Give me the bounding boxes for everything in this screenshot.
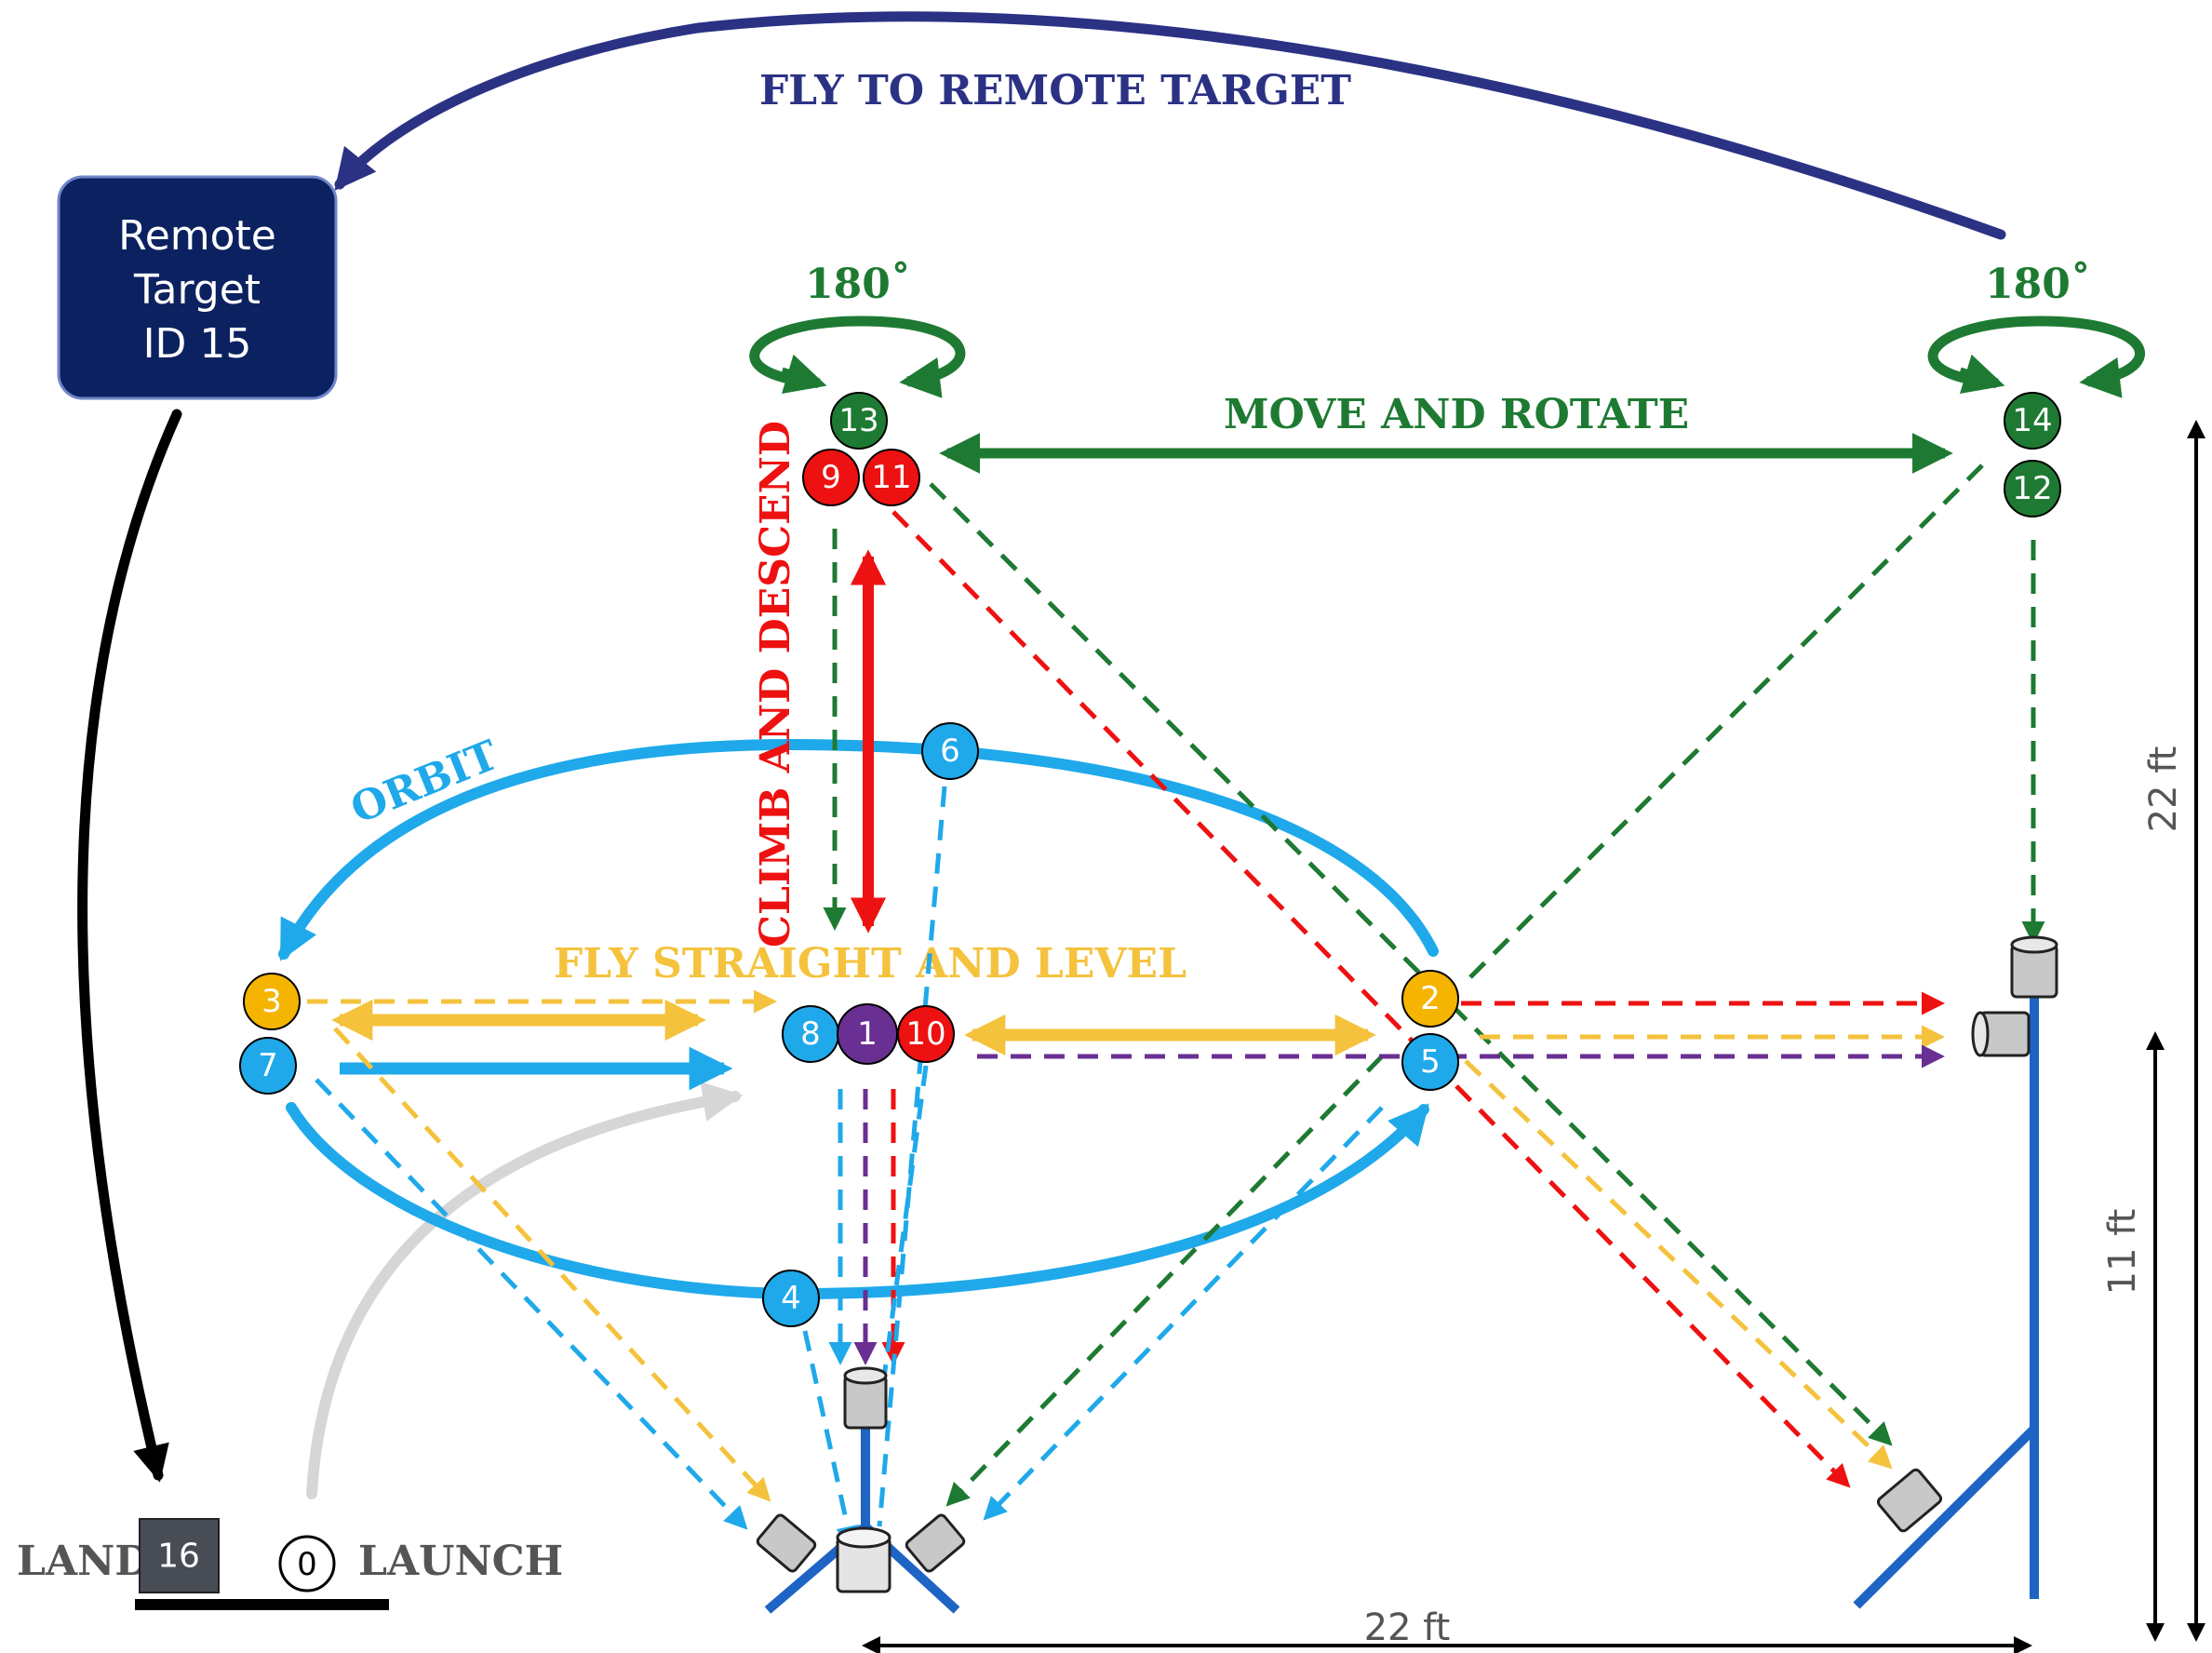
rotate-left-loop-start [780, 354, 827, 394]
svg-text:7: 7 [258, 1047, 278, 1084]
waypoint-0-label: 0 [297, 1546, 317, 1583]
camera-right-low [1876, 1468, 1943, 1533]
stand-right [1853, 935, 2058, 1609]
waypoint-4: 4 [762, 1270, 820, 1327]
svg-text:2: 2 [1420, 980, 1441, 1017]
remote-target-line1: Remote [118, 212, 276, 260]
svg-text:10: 10 [905, 1015, 945, 1053]
launch-point [278, 1535, 336, 1593]
svg-text:4: 4 [781, 1280, 801, 1317]
camera-left-a [756, 1513, 817, 1573]
return-to-land-path [77, 409, 182, 1483]
svg-text:13: 13 [838, 402, 878, 439]
waypoint-2: 2 [1401, 970, 1459, 1028]
sight-line-5-diag-amber [1464, 1059, 1893, 1470]
waypoint-16-label: 16 [157, 1538, 200, 1576]
camera-right-side-lens [1971, 1011, 1990, 1057]
land-label: LAND [17, 1538, 150, 1585]
climb-descend-label: CLIMB AND DESCEND [752, 421, 799, 947]
svg-text:14: 14 [2012, 402, 2052, 439]
launch-path [306, 1081, 744, 1499]
rotate-right-loop-start [1958, 354, 2005, 394]
waypoint-7: 7 [239, 1037, 297, 1095]
sight-line-10-blue [881, 1065, 929, 1378]
waypoint-3: 3 [243, 973, 301, 1030]
remote-target-box [57, 175, 338, 400]
sight-line-11-diag [929, 482, 1893, 1446]
svg-text:11: 11 [871, 459, 911, 496]
fly-remote-label: FLY TO REMOTE TARGET [759, 67, 1351, 114]
dim-width-label: 22 ft [1364, 1606, 1451, 1649]
svg-text:8: 8 [800, 1015, 821, 1053]
sight-line-12-diag [1468, 464, 1984, 979]
sight-line-5-blue [983, 1106, 1384, 1521]
sight-line-11-red [892, 510, 1851, 1488]
camera-left-b [905, 1513, 966, 1573]
waypoint-14: 14 [2004, 392, 2061, 450]
sight-line-5-green [945, 1055, 1384, 1507]
waypoint-10: 10 [897, 1005, 955, 1063]
camera-top-left-lens [843, 1366, 888, 1385]
orbit-path-top [278, 738, 1439, 961]
svg-text:9: 9 [821, 459, 841, 496]
remote-target-line2: Target [133, 266, 261, 314]
rotate-right-label: 180˚ [1985, 261, 2091, 308]
remote-target-line3: ID 15 [143, 320, 252, 368]
dim-height-half-label: 11 ft [2101, 1209, 2144, 1296]
fly-straight-label: FLY STRAIGHT AND LEVEL [554, 940, 1186, 988]
sight-line-7-blue [315, 1078, 748, 1530]
waypoint-13: 13 [830, 392, 888, 450]
svg-text:6: 6 [940, 732, 960, 770]
camera-left-center-lens [836, 1526, 892, 1549]
move-rotate-label: MOVE AND ROTATE [1224, 391, 1689, 438]
land-pad [139, 1518, 220, 1593]
camera-right-top-lens [2010, 935, 2058, 954]
stand-left [756, 1366, 966, 1614]
waypoint-1: 1 [837, 1003, 898, 1065]
svg-text:1: 1 [857, 1015, 878, 1053]
stand-right-brace [1853, 1425, 2038, 1609]
waypoint-12: 12 [2004, 460, 2061, 517]
dim-height-full-label: 22 ft [2142, 746, 2185, 833]
sight-line-4-blue [802, 1330, 859, 1550]
sight-line-7-amber [333, 1027, 771, 1502]
svg-text:12: 12 [2012, 470, 2052, 507]
sight-line-6-blue [877, 786, 947, 1527]
waypoint-8: 8 [782, 1005, 839, 1063]
waypoint-6: 6 [921, 722, 979, 780]
waypoint-11: 11 [863, 449, 920, 506]
waypoint-9: 9 [802, 449, 860, 506]
sight-lines [307, 464, 2045, 1550]
svg-text:3: 3 [261, 983, 282, 1020]
rotate-right-loop [1927, 316, 2145, 398]
waypoint-5: 5 [1401, 1033, 1459, 1091]
fly-remote-arc [334, 11, 2006, 240]
rotate-left-loop [749, 316, 966, 398]
svg-text:5: 5 [1420, 1043, 1441, 1081]
rotate-left-label: 180˚ [805, 261, 911, 308]
launch-label: LAUNCH [358, 1538, 563, 1585]
